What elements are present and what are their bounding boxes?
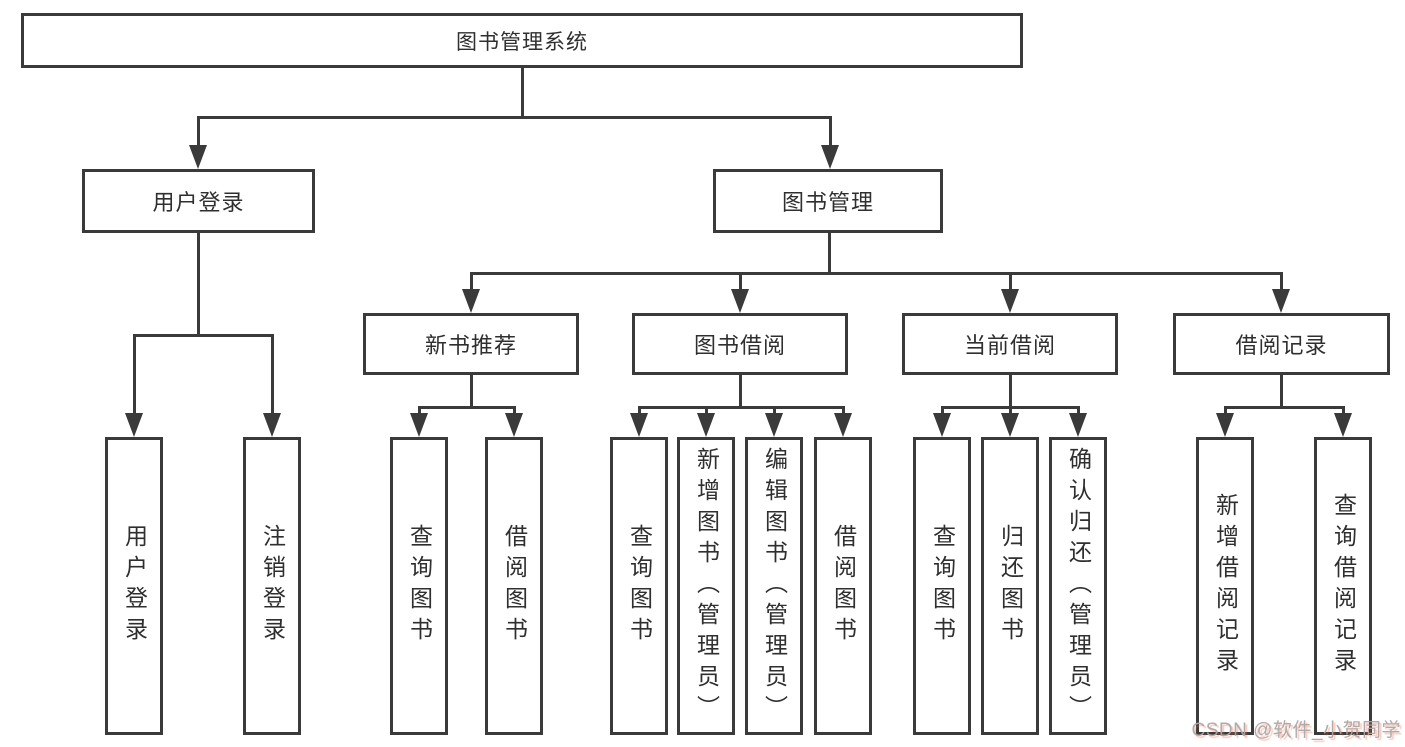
connector-drop: [773, 406, 776, 416]
connector-drop: [197, 116, 200, 148]
connector-stem: [739, 375, 742, 408]
connector-stem: [1009, 375, 1012, 408]
leaf-current-query-books: 查询图书: [913, 437, 971, 735]
leaf-recommend-query-books: 查询图书: [390, 437, 448, 735]
arrow-down-icon: [1001, 289, 1019, 313]
connector-drop: [1077, 406, 1080, 416]
leaf-user-login: 用户登录: [105, 437, 163, 735]
connector-bar: [638, 406, 845, 409]
csdn-watermark: CSDN @软件_小贺同学: [1191, 720, 1401, 741]
connector-stem: [521, 68, 524, 117]
arrow-down-icon: [125, 413, 143, 437]
connector-stem: [828, 233, 831, 274]
leaf-records-query-record: 查询借阅记录: [1314, 437, 1372, 735]
leaf-borrow-edit-books-admin-label: 编辑图书（管理员）: [761, 446, 788, 726]
connector-drop: [842, 406, 845, 416]
node-user-login-label: 用户登录: [152, 190, 245, 215]
connector-drop: [418, 406, 421, 416]
connector-drop: [739, 272, 742, 292]
connector-bar: [470, 272, 1283, 275]
connector-bar: [197, 116, 831, 119]
arrow-down-icon: [1216, 413, 1234, 437]
arrow-down-icon: [1272, 289, 1290, 313]
node-root-label: 图书管理系统: [456, 30, 588, 54]
node-book-management: 图书管理: [713, 169, 943, 233]
connector-drop: [513, 406, 516, 416]
connector-drop: [941, 406, 944, 416]
leaf-borrow-query-books: 查询图书: [610, 437, 668, 735]
connector-stem: [197, 233, 200, 336]
leaf-borrow-edit-books-admin: 编辑图书（管理员）: [745, 437, 803, 735]
connector-drop: [638, 406, 641, 416]
leaf-borrow-borrow-books: 借阅图书: [814, 437, 872, 735]
connector-drop: [829, 116, 832, 148]
connector-drop: [470, 272, 473, 292]
arrow-down-icon: [834, 413, 852, 437]
arrow-down-icon: [765, 413, 783, 437]
arrow-down-icon: [1001, 413, 1019, 437]
node-user-login: 用户登录: [82, 169, 315, 233]
arrow-down-icon: [505, 413, 523, 437]
leaf-records-query-record-label: 查询借阅记录: [1330, 493, 1357, 679]
node-book-borrowing: 图书借阅: [632, 313, 848, 375]
connector-stem: [470, 375, 473, 408]
leaf-logout: 注销登录: [243, 437, 301, 735]
arrow-down-icon: [1334, 413, 1352, 437]
connector-drop: [1280, 272, 1283, 292]
arrow-down-icon: [821, 145, 839, 169]
connector-bar: [133, 334, 274, 337]
leaf-borrow-add-books-admin: 新增图书（管理员）: [677, 437, 735, 735]
node-current-borrowing-label: 当前借阅: [963, 333, 1056, 358]
arrow-down-icon: [263, 413, 281, 437]
node-root: 图书管理系统: [21, 13, 1023, 68]
connector-stem: [1280, 375, 1283, 408]
leaf-recommend-borrow-books: 借阅图书: [485, 437, 543, 735]
connector-drop: [133, 334, 136, 416]
arrow-down-icon: [731, 289, 749, 313]
leaf-current-return-books-label: 归还图书: [997, 524, 1024, 648]
leaf-borrow-query-books-label: 查询图书: [626, 524, 653, 648]
leaf-user-login-label: 用户登录: [121, 524, 148, 648]
arrow-down-icon: [1069, 413, 1087, 437]
node-current-borrowing: 当前借阅: [902, 313, 1118, 375]
leaf-recommend-query-books-label: 查询图书: [406, 524, 433, 648]
leaf-borrow-add-books-admin-label: 新增图书（管理员）: [693, 446, 720, 726]
leaf-records-add-record-label: 新增借阅记录: [1212, 493, 1239, 679]
leaf-records-add-record: 新增借阅记录: [1196, 437, 1254, 735]
connector-drop: [271, 334, 274, 416]
connector-drop: [1009, 406, 1012, 416]
node-borrowing-records: 借阅记录: [1173, 313, 1390, 375]
node-book-management-label: 图书管理: [781, 190, 874, 215]
connector-drop: [1224, 406, 1227, 416]
leaf-current-query-books-label: 查询图书: [929, 524, 956, 648]
arrow-down-icon: [630, 413, 648, 437]
arrow-down-icon: [697, 413, 715, 437]
node-new-book-recommend: 新书推荐: [363, 313, 579, 375]
leaf-logout-label: 注销登录: [259, 524, 286, 648]
node-book-borrowing-label: 图书借阅: [693, 333, 786, 358]
arrow-down-icon: [189, 145, 207, 169]
arrow-down-icon: [933, 413, 951, 437]
node-borrowing-records-label: 借阅记录: [1235, 333, 1328, 358]
connector-drop: [1342, 406, 1345, 416]
leaf-borrow-borrow-books-label: 借阅图书: [830, 524, 857, 648]
leaf-current-return-books: 归还图书: [981, 437, 1039, 735]
leaf-recommend-borrow-books-label: 借阅图书: [501, 524, 528, 648]
connector-bar: [418, 406, 516, 409]
connector-drop: [1009, 272, 1012, 292]
leaf-current-confirm-return-admin-label: 确认归还（管理员）: [1065, 446, 1092, 726]
node-new-book-recommend-label: 新书推荐: [424, 333, 517, 358]
arrow-down-icon: [410, 413, 428, 437]
connector-bar: [1224, 406, 1345, 409]
connector-drop: [705, 406, 708, 416]
arrow-down-icon: [462, 289, 480, 313]
leaf-current-confirm-return-admin: 确认归还（管理员）: [1049, 437, 1107, 735]
